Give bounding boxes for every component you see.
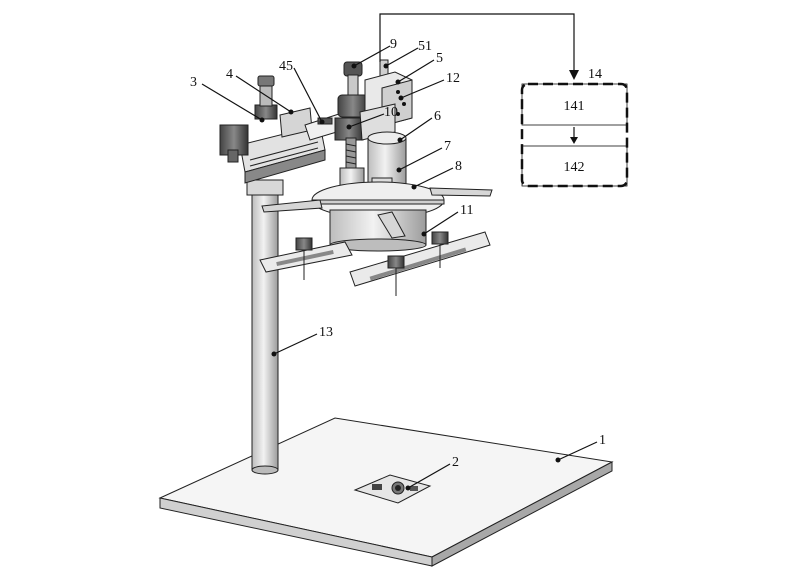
slotted-brackets bbox=[259, 231, 491, 296]
label-4: 4 bbox=[226, 67, 233, 82]
label-5: 5 bbox=[436, 51, 443, 66]
label-6: 6 bbox=[434, 109, 441, 124]
slide-rail-assembly bbox=[219, 75, 351, 184]
label-10: 10 bbox=[384, 105, 398, 120]
label-1: 1 bbox=[599, 433, 606, 448]
control-box-block-142 bbox=[521, 145, 628, 187]
label-7: 7 bbox=[444, 139, 451, 154]
label-2: 2 bbox=[452, 455, 459, 470]
leader-lines bbox=[201, 45, 598, 491]
label-14: 14 bbox=[588, 67, 602, 82]
control-box: 141 142 bbox=[520, 82, 629, 188]
sensor-board bbox=[353, 474, 432, 504]
label-8: 8 bbox=[455, 159, 462, 174]
label-45: 45 bbox=[279, 59, 293, 74]
control-box-block-141-label: 141 bbox=[564, 99, 585, 114]
label-9: 9 bbox=[390, 37, 397, 52]
signal-line bbox=[379, 13, 579, 80]
label-11: 11 bbox=[460, 203, 473, 218]
support-disk bbox=[261, 181, 493, 252]
label-51: 51 bbox=[418, 39, 432, 54]
label-12: 12 bbox=[446, 71, 460, 86]
control-box-block-142-label: 142 bbox=[564, 160, 585, 175]
support-column bbox=[246, 179, 284, 475]
label-13: 13 bbox=[319, 325, 333, 340]
label-3: 3 bbox=[190, 75, 197, 90]
control-box-block-141 bbox=[521, 83, 628, 126]
upper-head-assembly bbox=[334, 59, 413, 141]
